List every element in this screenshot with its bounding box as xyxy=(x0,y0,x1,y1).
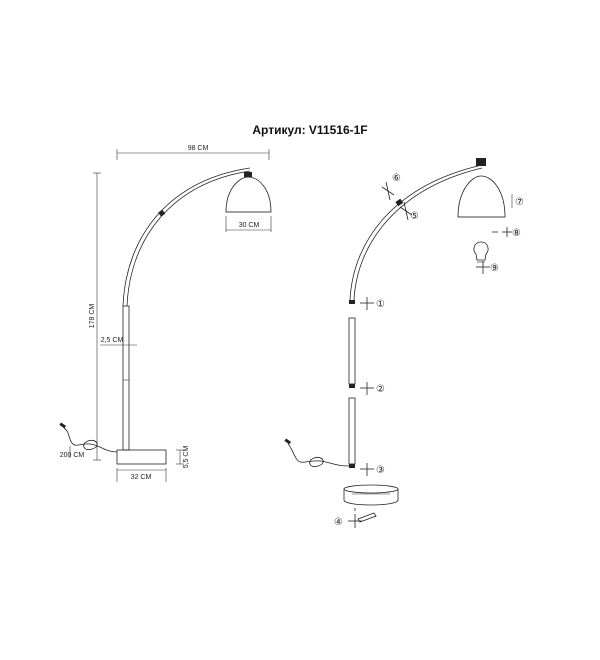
part-6: ⑥ xyxy=(392,173,401,184)
part-4: ④ xyxy=(334,517,343,528)
lamp-arc xyxy=(122,167,251,307)
dimensioned-lamp: 98 CM 178 CM 30 CM xyxy=(59,145,272,482)
exploded-cord xyxy=(284,438,350,468)
exploded-base xyxy=(343,484,399,506)
pole-label: 2,5 CM xyxy=(101,337,124,344)
part-numbers: ① ② ③ ④ ⑤ ⑥ ⑦ ⑧ ⑨ xyxy=(334,173,524,528)
article-title: Артикул: V11516-1F xyxy=(252,123,367,137)
height-dimension: 178 CM xyxy=(89,172,101,461)
bulb-and-screws xyxy=(473,227,512,274)
height-label: 178 CM xyxy=(89,304,96,329)
exploded-pole xyxy=(348,297,374,476)
part-2: ② xyxy=(376,384,385,395)
width-dimension: 98 CM xyxy=(116,145,270,160)
part-8: ⑧ xyxy=(512,228,521,239)
base-height-label: 5,5 CM xyxy=(183,446,190,469)
width-label: 98 CM xyxy=(188,145,209,152)
power-cord: 200 CM xyxy=(59,422,118,459)
base-width-dimension: 32 CM xyxy=(116,468,167,482)
part-9: ⑨ xyxy=(490,263,499,274)
bulb-icon xyxy=(473,241,489,261)
base-width-label: 32 CM xyxy=(131,474,152,481)
exploded-shade xyxy=(457,158,513,218)
base-screw xyxy=(348,508,377,528)
exploded-arc xyxy=(349,164,483,301)
shade-dimension: 30 CM xyxy=(225,216,272,232)
arc-joint xyxy=(158,209,166,217)
part-7: ⑦ xyxy=(515,197,524,208)
part-3: ③ xyxy=(376,465,385,476)
shade-label: 30 CM xyxy=(239,222,260,229)
cord-label: 200 CM xyxy=(60,452,85,459)
arc-connector xyxy=(381,181,413,221)
part-5: ⑤ xyxy=(410,211,419,222)
pole-dimension: 2,5 CM xyxy=(100,337,137,346)
lamp-base xyxy=(116,449,167,465)
wrench-icon xyxy=(357,512,377,523)
lamp-shade xyxy=(225,172,272,213)
part-1: ① xyxy=(376,299,385,310)
exploded-lamp: ① ② ③ ④ ⑤ ⑥ ⑦ ⑧ ⑨ xyxy=(284,158,524,528)
base-height-dimension: 5,5 CM xyxy=(176,446,190,469)
lamp-pole xyxy=(122,305,130,451)
